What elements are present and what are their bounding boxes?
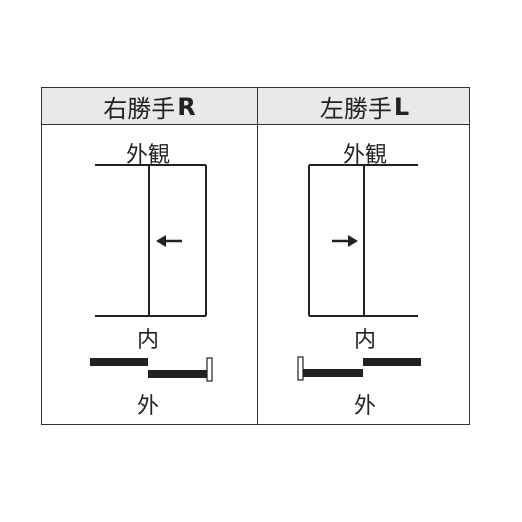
header-left-hand-text: 左勝手	[319, 95, 392, 123]
left-sliding-panel	[148, 370, 207, 378]
right-exterior-label: 外観	[342, 143, 387, 168]
left-arrow-icon	[156, 235, 182, 247]
left-interior-label: 内	[136, 328, 159, 353]
table-header	[42, 88, 469, 125]
header-left-hand-code: L	[393, 92, 410, 121]
right-elevation	[308, 164, 418, 317]
left-plan-view	[90, 357, 213, 382]
right-sliding-panel	[303, 369, 363, 377]
left-frame-post	[206, 357, 213, 382]
column-divider	[257, 88, 258, 424]
right-plan-view	[297, 356, 421, 381]
right-frame-post	[297, 356, 304, 381]
left-elevation	[95, 164, 207, 317]
left-outside-label: 外	[136, 394, 159, 419]
header-right-hand-code: R	[177, 92, 196, 121]
header-right-hand-text: 右勝手	[103, 95, 176, 123]
right-outside-label: 外	[353, 394, 376, 419]
right-fixed-panel	[363, 358, 421, 366]
right-arrow-icon	[332, 235, 358, 247]
right-interior-label: 内	[353, 328, 376, 353]
left-fixed-panel	[90, 358, 148, 366]
left-exterior-label: 外観	[125, 143, 170, 168]
